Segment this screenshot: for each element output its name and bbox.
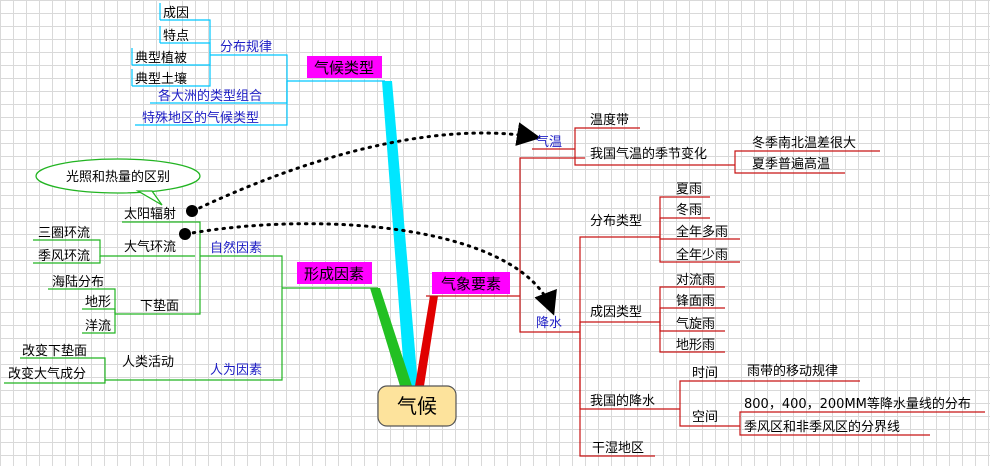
arrow-start-dot [179,228,191,240]
surface-item[interactable]: 地形 [85,295,111,310]
dist-item[interactable]: 全年少雨 [676,247,728,263]
climate-type-title[interactable]: 气候类型 [314,59,374,77]
space-item[interactable]: 800，400，200MM等降水量线的分布 [744,396,971,412]
circulation-node[interactable]: 大气环流 [124,239,176,255]
formation-title[interactable]: 形成因素 [304,265,364,283]
circulation-item[interactable]: 季风环流 [38,249,90,264]
dist-item[interactable]: 全年多雨 [676,224,728,240]
continents-node[interactable]: 各大洲的类型组合 [158,88,262,104]
elements-title[interactable]: 气象要素 [441,275,501,293]
elements-label-bg [432,272,510,294]
surface-item[interactable]: 海陆分布 [52,274,104,290]
circulation-item[interactable]: 三圈环流 [38,226,90,241]
special-node[interactable]: 特殊地区的气候类型 [142,110,259,126]
cause-types-node[interactable]: 成因类型 [590,305,642,320]
human-item[interactable]: 改变下垫面 [22,343,87,359]
elements-links [426,127,985,457]
elements-branch [415,296,438,386]
climate-type-links [131,3,385,126]
time-node[interactable]: 时间 [692,366,718,381]
dist-item[interactable]: 夏雨 [676,182,702,197]
formation-branch [370,288,412,386]
human-activity-node[interactable]: 人类活动 [122,355,174,370]
arrow-start-dot [186,205,198,217]
cause-item[interactable]: 地形雨 [676,338,715,353]
summer-node[interactable]: 夏季普遍高温 [752,156,830,172]
surface-node[interactable]: 下垫面 [140,298,179,314]
seasonal-node[interactable]: 我国气温的季节变化 [590,146,707,162]
formation-label-bg [297,262,372,284]
time-item[interactable]: 雨带的移动规律 [747,363,838,379]
human-factor-node[interactable]: 人为因素 [210,363,262,378]
cause-item[interactable]: 对流雨 [676,273,715,288]
winter-node[interactable]: 冬季南北温差很大 [752,135,856,151]
callout-tail [135,190,163,206]
temp-zones-node[interactable]: 温度带 [590,112,629,128]
solar-radiation-node[interactable]: 太阳辐射 [124,206,176,222]
climate-type-label-bg [307,56,382,78]
dist-item[interactable]: 冬雨 [676,202,702,218]
callout-text: 光照和热量的区别 [66,169,170,185]
climate-item[interactable]: 成因 [163,6,189,21]
center-node[interactable] [377,385,457,427]
callout-bubble [35,158,201,194]
human-item[interactable]: 改变大气成分 [8,366,86,382]
center-title: 气候 [397,394,437,418]
dist-types-node[interactable]: 分布类型 [590,214,642,229]
temperature-node[interactable]: 气温 [536,134,562,150]
relation-arrow-solar [191,122,541,213]
climate-item[interactable]: 典型植被 [135,51,187,66]
space-node[interactable]: 空间 [692,410,718,425]
dry-wet-node[interactable]: 干湿地区 [592,441,644,456]
natural-factor-node[interactable]: 自然因素 [210,240,262,256]
distribution-node[interactable]: 分布规律 [220,40,272,55]
climate-item[interactable]: 特点 [163,29,189,44]
climate-item[interactable]: 典型土壤 [135,71,187,87]
china-precip-node[interactable]: 我国的降水 [590,393,655,409]
cause-item[interactable]: 锋面雨 [676,294,715,309]
space-item[interactable]: 季风区和非季风区的分界线 [744,419,900,435]
climate-type-branch [382,81,418,386]
cause-item[interactable]: 气旋雨 [676,316,715,332]
precipitation-node[interactable]: 降水 [536,316,562,331]
surface-item[interactable]: 洋流 [85,319,111,334]
formation-links [4,221,378,384]
